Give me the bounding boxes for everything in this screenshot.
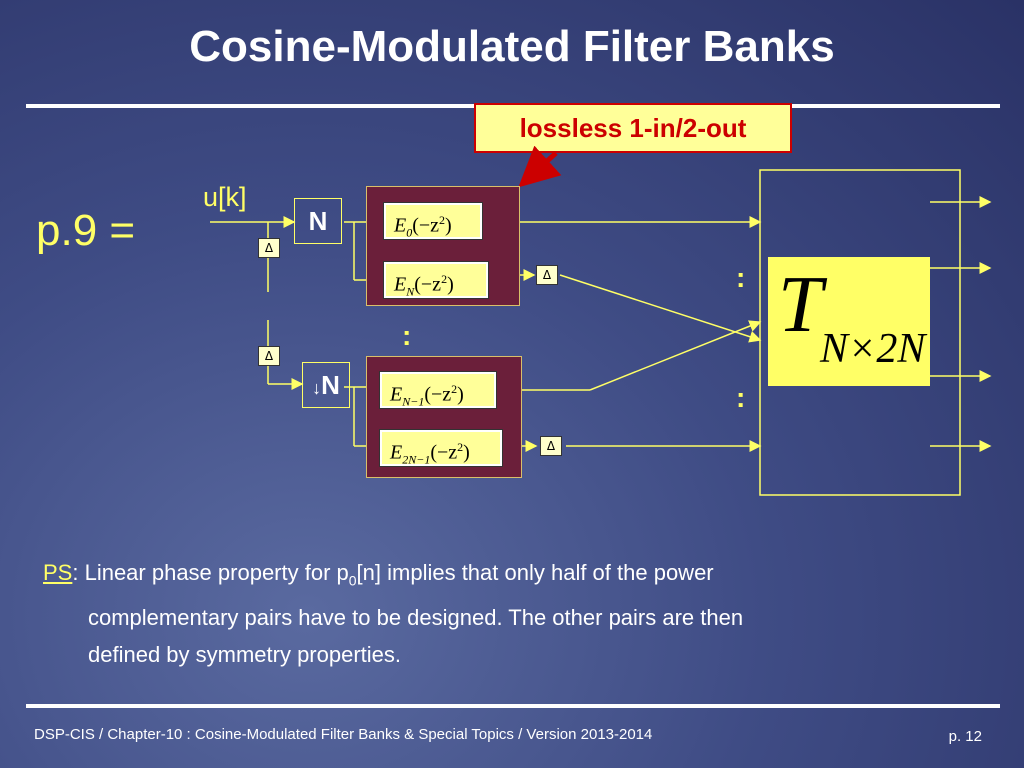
- decimator-top: N: [294, 198, 342, 244]
- ps-label: PS: [43, 560, 73, 585]
- transform-matrix-block: T N×2N: [768, 257, 930, 386]
- ps-note: PS: Linear phase property for p0[n] impl…: [43, 554, 903, 673]
- decimator-bottom: ↓N: [302, 362, 350, 408]
- matrix-subscript: N×2N: [820, 326, 926, 372]
- filter-e2n-1: E2N−1(−z2): [379, 429, 503, 467]
- input-label: u[k]: [203, 182, 247, 212]
- ps-line-2: complementary pairs have to be designed.…: [88, 605, 744, 631]
- delay-output-en: Δ: [536, 265, 558, 285]
- ellipsis-banks: :: [402, 320, 412, 351]
- footer-text: DSP-CIS / Chapter-10 : Cosine-Modulated …: [34, 726, 653, 743]
- lossless-callout: lossless 1-in/2-out: [474, 103, 792, 153]
- bottom-divider: [26, 704, 1000, 708]
- filter-en-1: EN−1(−z2): [379, 371, 497, 409]
- ellipsis-outputs-bottom: :: [736, 382, 746, 413]
- down-arrow-icon: ↓: [312, 378, 322, 398]
- delay-input-top: Δ: [258, 238, 280, 258]
- formula-prefix: p.9 =: [36, 206, 136, 255]
- filter-e0: E0(−z2): [383, 202, 483, 240]
- ellipsis-outputs-top: :: [736, 262, 746, 293]
- page-number: p. 12: [948, 728, 982, 745]
- delay-input-bottom: Δ: [258, 346, 280, 366]
- ps-line-3: defined by symmetry properties.: [88, 642, 402, 668]
- slide-title: Cosine-Modulated Filter Banks: [189, 22, 835, 71]
- filter-en: EN(−z2): [383, 261, 489, 299]
- matrix-symbol: T: [778, 261, 823, 349]
- delay-output-e2n-1: Δ: [540, 436, 562, 456]
